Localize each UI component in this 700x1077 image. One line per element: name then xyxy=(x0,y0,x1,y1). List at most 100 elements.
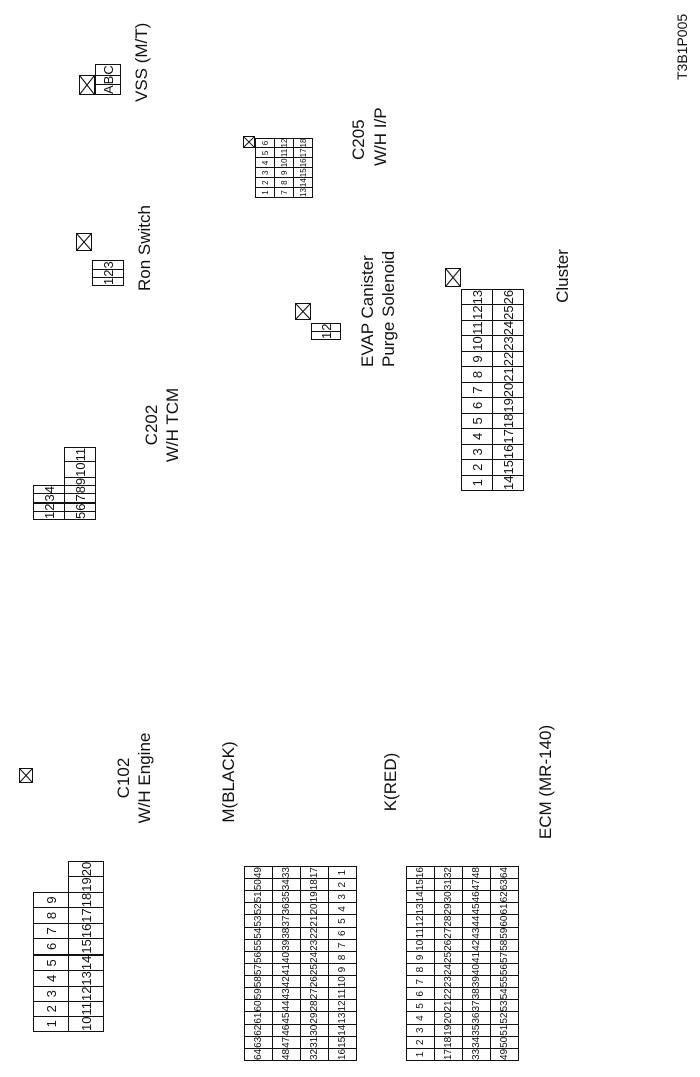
pin-cell: 39 xyxy=(272,939,301,952)
pin-cell: 8 xyxy=(328,951,357,964)
pin-cell: 14 xyxy=(328,1024,357,1037)
pin-cell: 11 xyxy=(68,1001,104,1017)
pin-cell: 54 xyxy=(490,987,519,1000)
pin-cell: 12 xyxy=(328,999,357,1012)
pin-cell: 1 xyxy=(92,277,124,286)
pin-cell: 19 xyxy=(492,397,524,414)
connector-name: VSS (M/T) xyxy=(132,22,151,102)
pin-cell: 6 xyxy=(406,987,435,1000)
pin-cell: 18 xyxy=(300,878,329,891)
pin-cell: 57 xyxy=(244,963,273,976)
pin-cell: 12 xyxy=(406,915,435,928)
pin-cell: 20 xyxy=(492,382,524,398)
pin-cell: B xyxy=(95,75,121,85)
pin-cell: 1 xyxy=(328,866,357,879)
connector-key xyxy=(76,233,92,251)
connector-name: C202 xyxy=(142,404,161,446)
pin-cell: 22 xyxy=(434,987,463,1000)
pin-cell: 19 xyxy=(300,890,329,903)
pin-cell: 4 xyxy=(461,428,493,445)
pin-cell: 48 xyxy=(462,866,491,879)
pin-cell: 47 xyxy=(462,878,491,891)
pin-cell: 17 xyxy=(492,428,524,445)
pin-cell: 44 xyxy=(272,999,301,1012)
pin-cell: 3 xyxy=(33,986,69,1002)
pin-cell: 6 xyxy=(461,397,493,414)
pin-cell: 18 xyxy=(434,1036,463,1049)
pin-cell: 60 xyxy=(490,915,519,928)
pin-cell: 8 xyxy=(64,485,96,494)
pin-cell: 57 xyxy=(490,951,519,964)
pin-cell: 10 xyxy=(68,1016,104,1032)
connector-name: C102 xyxy=(114,757,133,799)
pin-cell: 16 xyxy=(406,866,435,879)
pin-cell: 10 xyxy=(461,335,493,352)
pin-cell: 52 xyxy=(244,902,273,915)
pin-cell: 29 xyxy=(300,1012,329,1025)
pin-cell: 3 xyxy=(255,167,275,178)
pin-cell: 3 xyxy=(92,260,124,270)
pin-cell: 8 xyxy=(274,177,294,188)
pin-cell: A xyxy=(95,84,121,95)
pin-cell: 50 xyxy=(490,1036,519,1049)
pin-cell: 29 xyxy=(434,902,463,915)
pin-cell: 34 xyxy=(272,878,301,891)
pin-cell: 4 xyxy=(406,1012,435,1025)
pin-cell: 62 xyxy=(244,1024,273,1037)
pin-cell: 43 xyxy=(462,927,491,940)
pin-cell: 13 xyxy=(68,970,104,987)
pin-cell: 32 xyxy=(300,1048,329,1061)
blocked-cavity xyxy=(33,502,96,504)
pin-cell: 9 xyxy=(33,892,69,908)
pin-cell: 14 xyxy=(293,177,313,188)
pin-cell: 9 xyxy=(274,167,294,178)
pin-cell: 13 xyxy=(328,1012,357,1025)
pin-cell: 42 xyxy=(272,975,301,988)
pin-cell: 23 xyxy=(492,335,524,352)
pin-cell: 23 xyxy=(300,939,329,952)
pin-cell: 1 xyxy=(33,511,65,520)
pin-cell: 31 xyxy=(434,878,463,891)
pin-cell: 22 xyxy=(300,927,329,940)
pin-cell: 2 xyxy=(33,1001,69,1017)
pin-cell: 20 xyxy=(300,902,329,915)
pin-cell: 40 xyxy=(462,963,491,976)
pin-cell: 32 xyxy=(434,866,463,879)
pin-cell: 40 xyxy=(272,951,301,964)
connector-name: C205 xyxy=(349,119,368,160)
connector-name-line2: Purge Solenoid xyxy=(379,250,398,367)
pin-cell: 6 xyxy=(328,927,357,940)
pin-cell: 30 xyxy=(300,1024,329,1037)
pin-cell: 27 xyxy=(300,987,329,1000)
pin-cell: 15 xyxy=(293,167,313,178)
pin-cell: 10 xyxy=(328,975,357,988)
pin-cell: 14 xyxy=(406,890,435,903)
pin-cell: 5 xyxy=(406,999,435,1012)
pin-cell: 28 xyxy=(300,999,329,1012)
pin-cell: 38 xyxy=(462,987,491,1000)
pin-cell: 23 xyxy=(434,975,463,988)
pin-cell: 22 xyxy=(492,351,524,367)
pin-cell: 31 xyxy=(300,1036,329,1049)
pin-cell: 41 xyxy=(462,951,491,964)
pin-cell: 25 xyxy=(434,951,463,964)
pin-cell: 5 xyxy=(328,915,357,928)
pin-cell: 18 xyxy=(492,413,524,429)
pin-cell: 2 xyxy=(311,323,341,332)
pin-cell: 33 xyxy=(272,866,301,879)
pin-cell: 10 xyxy=(274,157,294,168)
